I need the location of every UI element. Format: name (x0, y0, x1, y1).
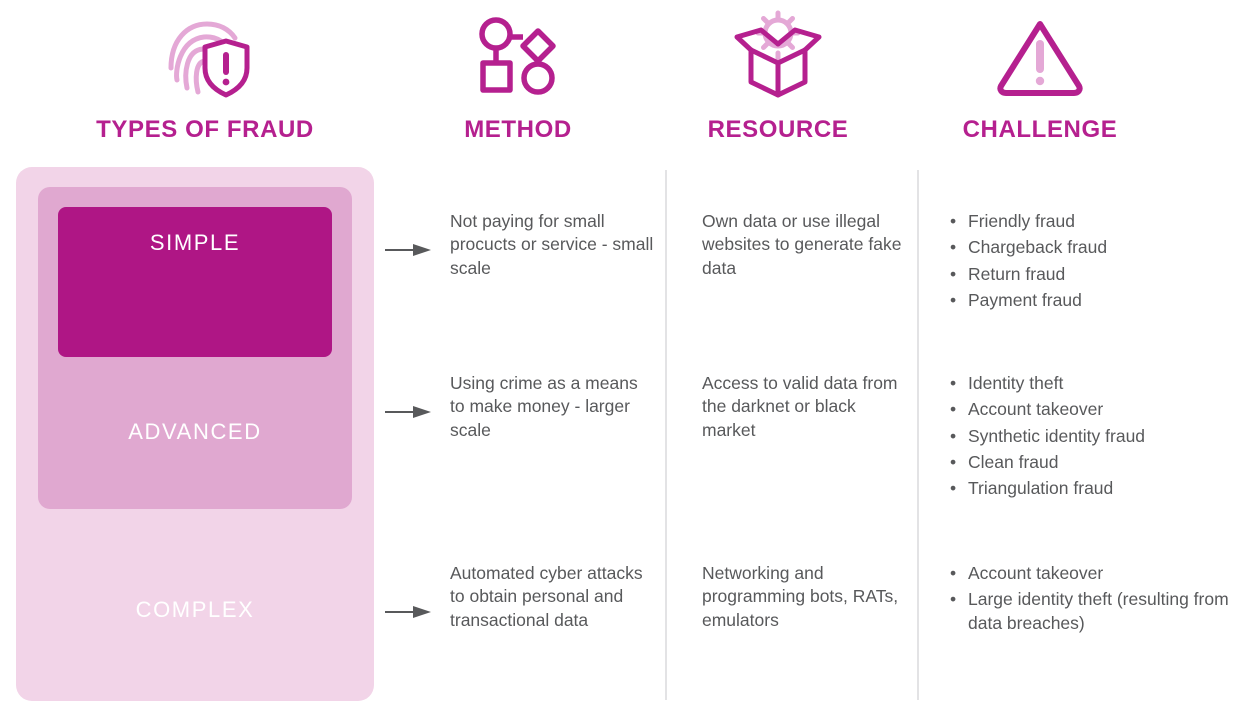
method-text: Using crime as a means to make money - l… (450, 373, 638, 440)
header-row: TYPES OF FRAUD METHOD (0, 0, 1252, 160)
network-nodes-shapes-icon (474, 8, 562, 104)
method-text: Automated cyber attacks to obtain person… (450, 563, 643, 630)
resource-text: Networking and programming bots, RATs, e… (702, 563, 899, 630)
challenge-list: Friendly fraud Chargeback fraud Return f… (948, 210, 1248, 315)
column-header-label: CHALLENGE (962, 116, 1118, 143)
open-box-gear-icon (731, 8, 825, 104)
column-header-method: METHOD (398, 0, 638, 144)
list-item: Payment fraud (948, 289, 1248, 313)
method-text: Not paying for small procucts or service… (450, 211, 654, 278)
column-header-label: RESOURCE (707, 116, 849, 143)
column-header-resource: RESOURCE (658, 0, 898, 144)
resource-text: Own data or use illegal websites to gene… (702, 211, 902, 278)
list-item: Large identity theft (resulting from dat… (948, 588, 1248, 635)
fingerprint-shield-alert-icon (157, 8, 253, 104)
list-item: Return fraud (948, 263, 1248, 287)
list-item: Account takeover (948, 398, 1248, 422)
tier-label-advanced: ADVANCED (128, 419, 262, 444)
arrow-right-icon (385, 605, 433, 619)
column-divider-resource-challenge (917, 170, 919, 700)
tier-label-complex: COMPLEX (135, 597, 255, 622)
list-item: Triangulation fraud (948, 477, 1248, 501)
fraud-tier-box-complex: SIMPLE ADVANCED COMPLEX (16, 167, 374, 701)
list-item: Clean fraud (948, 451, 1248, 475)
fraud-tier-box-simple (58, 207, 332, 357)
list-item: Identity theft (948, 372, 1248, 396)
column-divider-method-resource (665, 170, 667, 700)
list-item: Friendly fraud (948, 210, 1248, 234)
challenge-list: Account takeover Large identity theft (r… (948, 562, 1248, 638)
column-header-challenge: CHALLENGE (920, 0, 1160, 144)
column-header-label: METHOD (464, 116, 572, 143)
tier-label-simple: SIMPLE (149, 230, 241, 255)
challenge-list: Identity theft Account takeover Syntheti… (948, 372, 1248, 503)
column-header-types-of-fraud: TYPES OF FRAUD (45, 0, 365, 144)
resource-text: Access to valid data from the darknet or… (702, 373, 898, 440)
arrow-right-icon (385, 405, 433, 419)
warning-triangle-icon (996, 8, 1084, 104)
column-header-label: TYPES OF FRAUD (96, 116, 314, 143)
arrow-right-icon (385, 243, 433, 257)
list-item: Chargeback fraud (948, 236, 1248, 260)
list-item: Account takeover (948, 562, 1248, 586)
fraud-tier-box-advanced (38, 187, 352, 509)
list-item: Synthetic identity fraud (948, 425, 1248, 449)
